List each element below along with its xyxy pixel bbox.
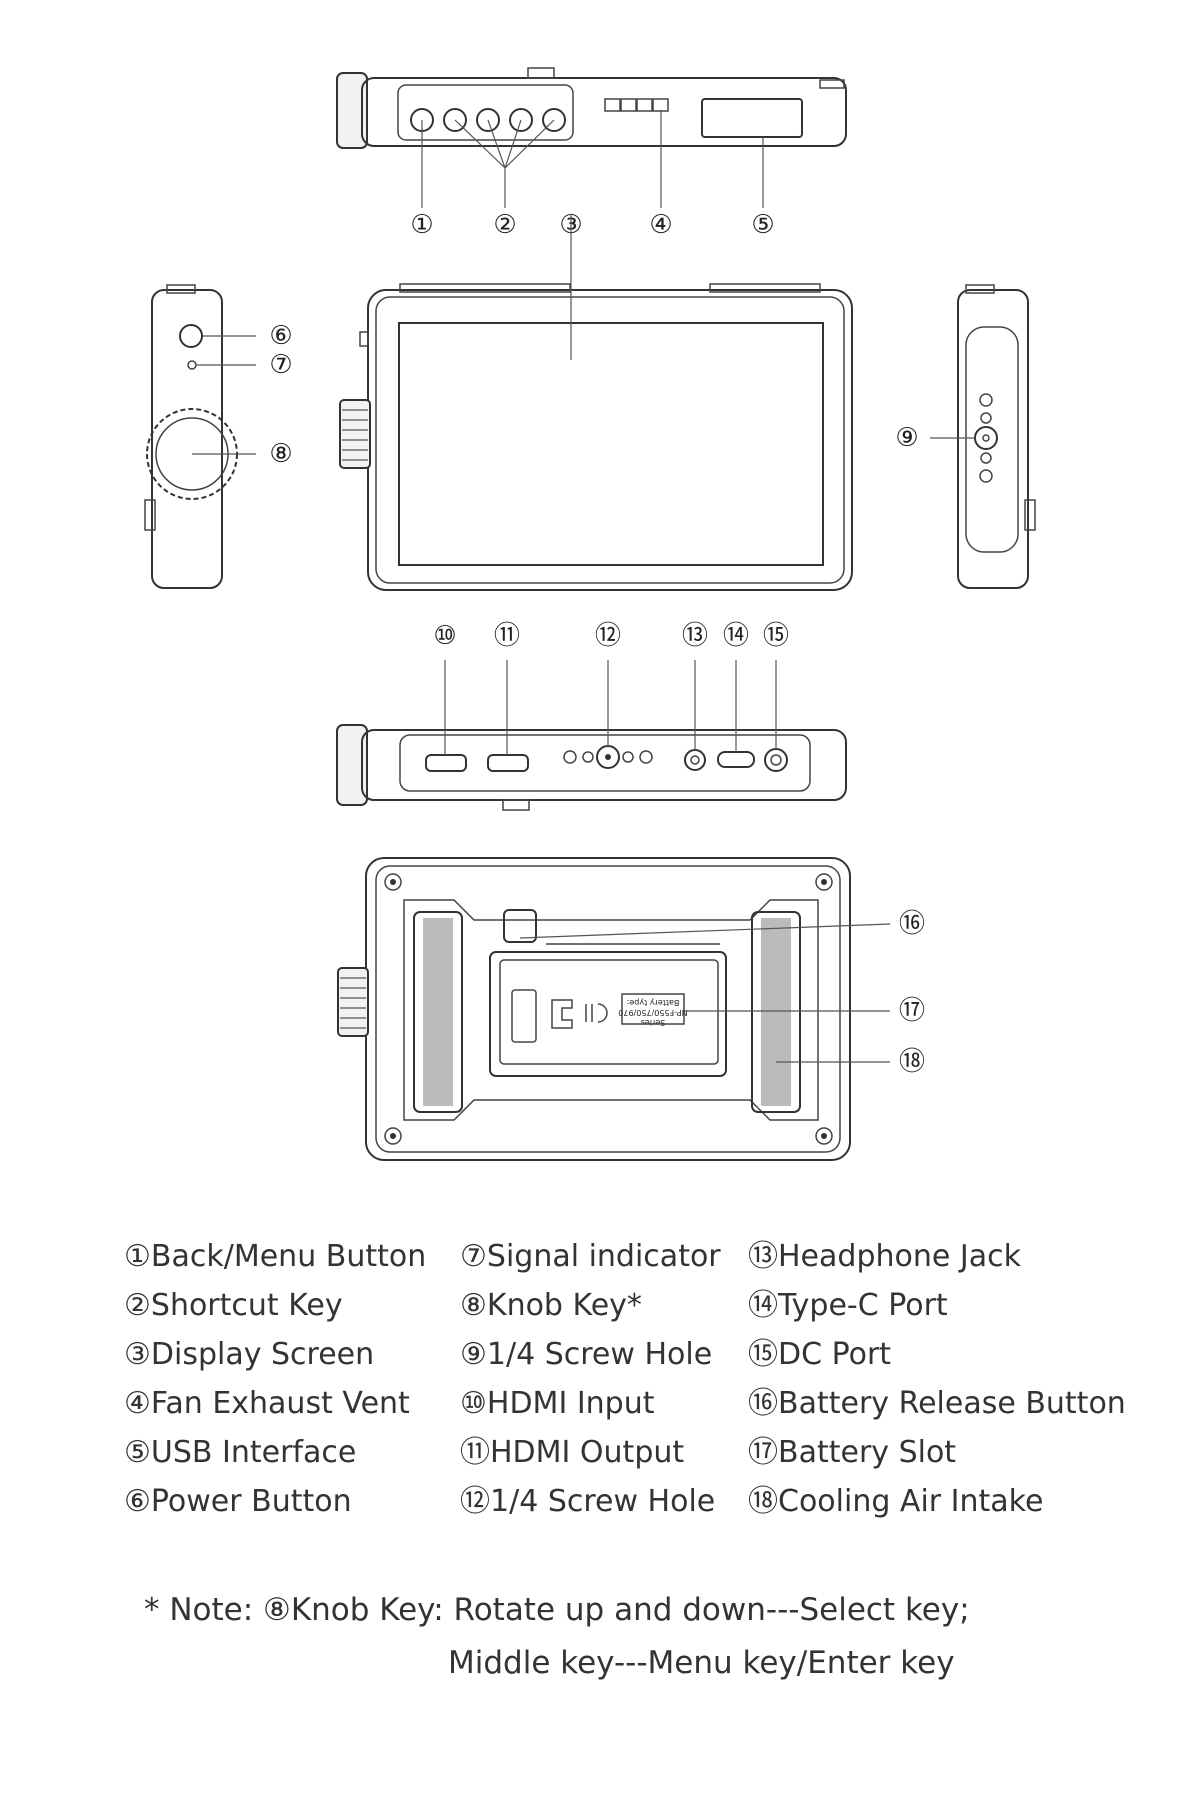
front-view bbox=[339, 214, 853, 591]
battery-label-line1: Battery type: bbox=[627, 998, 680, 1007]
battery-release-button bbox=[503, 909, 537, 943]
legend-item: ⑮DC Port bbox=[748, 1337, 892, 1372]
callout-16: ⑯ bbox=[899, 909, 925, 939]
legend-item: ⑫1/4 Screw Hole bbox=[460, 1484, 716, 1519]
callout-4: ④ bbox=[649, 210, 672, 240]
callout-5: ⑤ bbox=[751, 210, 774, 240]
legend-item: ⑭Type-C Port bbox=[748, 1288, 948, 1323]
back-view: Battery type: NP-F550/750/970 Series ⑯ ⑰… bbox=[337, 857, 925, 1161]
callout-17: ⑰ bbox=[899, 996, 925, 1026]
legend-item: ⑤USB Interface bbox=[124, 1435, 357, 1470]
callout-10: ⑩ bbox=[433, 621, 456, 651]
legend-column-1: ①Back/Menu Button ②Shortcut Key ③Display… bbox=[124, 1232, 426, 1526]
shortcut-key-3 bbox=[509, 108, 533, 132]
legend-item: ②Shortcut Key bbox=[124, 1288, 343, 1323]
legend-item: ③Display Screen bbox=[124, 1337, 375, 1372]
headphone-jack bbox=[684, 749, 706, 771]
callout-15: ⑮ bbox=[763, 621, 789, 651]
callout-7: ⑦ bbox=[269, 350, 292, 380]
top-view: ① ② ③ ④ ⑤ bbox=[336, 67, 847, 240]
legend-item: ⑬Headphone Jack bbox=[748, 1239, 1021, 1274]
legend-column-3: ⑬Headphone Jack ⑭Type-C Port ⑮DC Port ⑯B… bbox=[748, 1232, 1126, 1526]
shortcut-key-1 bbox=[443, 108, 467, 132]
usb-interface bbox=[701, 98, 803, 138]
callout-11: ⑪ bbox=[494, 621, 520, 651]
legend-item: ⑱Cooling Air Intake bbox=[748, 1484, 1044, 1519]
hdmi-output bbox=[487, 754, 529, 772]
callout-13: ⑬ bbox=[682, 621, 708, 651]
fan-exhaust-vent bbox=[604, 98, 669, 112]
cooling-air-intake-right bbox=[751, 911, 801, 1113]
callout-14: ⑭ bbox=[723, 621, 749, 651]
callout-18: ⑱ bbox=[899, 1047, 925, 1077]
bottom-view: ⑩ ⑪ ⑫ ⑬ ⑭ ⑮ bbox=[336, 621, 847, 811]
screw-hole-side bbox=[974, 426, 998, 450]
knob-note-line-1: * Note: ⑧Knob Key: Rotate up and down---… bbox=[144, 1592, 970, 1628]
callout-9: ⑨ bbox=[895, 423, 918, 453]
legend-item: ⑨1/4 Screw Hole bbox=[460, 1337, 713, 1372]
signal-indicator bbox=[187, 360, 197, 370]
hdmi-input bbox=[425, 754, 467, 772]
cooling-air-intake-left bbox=[413, 911, 463, 1113]
battery-label-line3: Series bbox=[641, 1018, 666, 1027]
callout-2: ② bbox=[493, 210, 516, 240]
legend-item: ⑯Battery Release Button bbox=[748, 1386, 1126, 1421]
power-button bbox=[179, 324, 203, 348]
legend-item: ⑧Knob Key* bbox=[460, 1288, 642, 1323]
legend-item: ⑪HDMI Output bbox=[460, 1435, 685, 1470]
battery-label-line2: NP-F550/750/970 bbox=[618, 1008, 687, 1017]
shortcut-key-4 bbox=[542, 108, 566, 132]
legend-item: ⑩HDMI Input bbox=[460, 1386, 655, 1421]
legend-item: ⑰Battery Slot bbox=[748, 1435, 957, 1470]
callout-6: ⑥ bbox=[269, 321, 292, 351]
left-side-view: ⑥ ⑦ ⑧ bbox=[144, 284, 293, 589]
battery-slot bbox=[489, 951, 727, 1077]
shortcut-key-2 bbox=[476, 108, 500, 132]
legend-item: ⑥Power Button bbox=[124, 1484, 352, 1519]
display-screen bbox=[398, 322, 824, 566]
knob-note-line-2: Middle key---Menu key/Enter key bbox=[448, 1645, 955, 1681]
callout-1: ① bbox=[410, 210, 433, 240]
right-side-view: ⑨ bbox=[895, 284, 1036, 589]
callout-8: ⑧ bbox=[269, 439, 292, 469]
legend-item: ①Back/Menu Button bbox=[124, 1239, 427, 1274]
dc-port bbox=[764, 748, 788, 772]
legend-column-2: ⑦Signal indicator ⑧Knob Key* ⑨1/4 Screw … bbox=[460, 1232, 721, 1526]
type-c-port bbox=[717, 751, 755, 768]
callout-12: ⑫ bbox=[595, 621, 621, 651]
monitor-diagram: ① ② ③ ④ ⑤ ⑥ ⑦ ⑧ bbox=[144, 67, 1036, 1161]
legend-item: ⑦Signal indicator bbox=[460, 1239, 721, 1274]
legend-item: ④Fan Exhaust Vent bbox=[124, 1386, 410, 1421]
